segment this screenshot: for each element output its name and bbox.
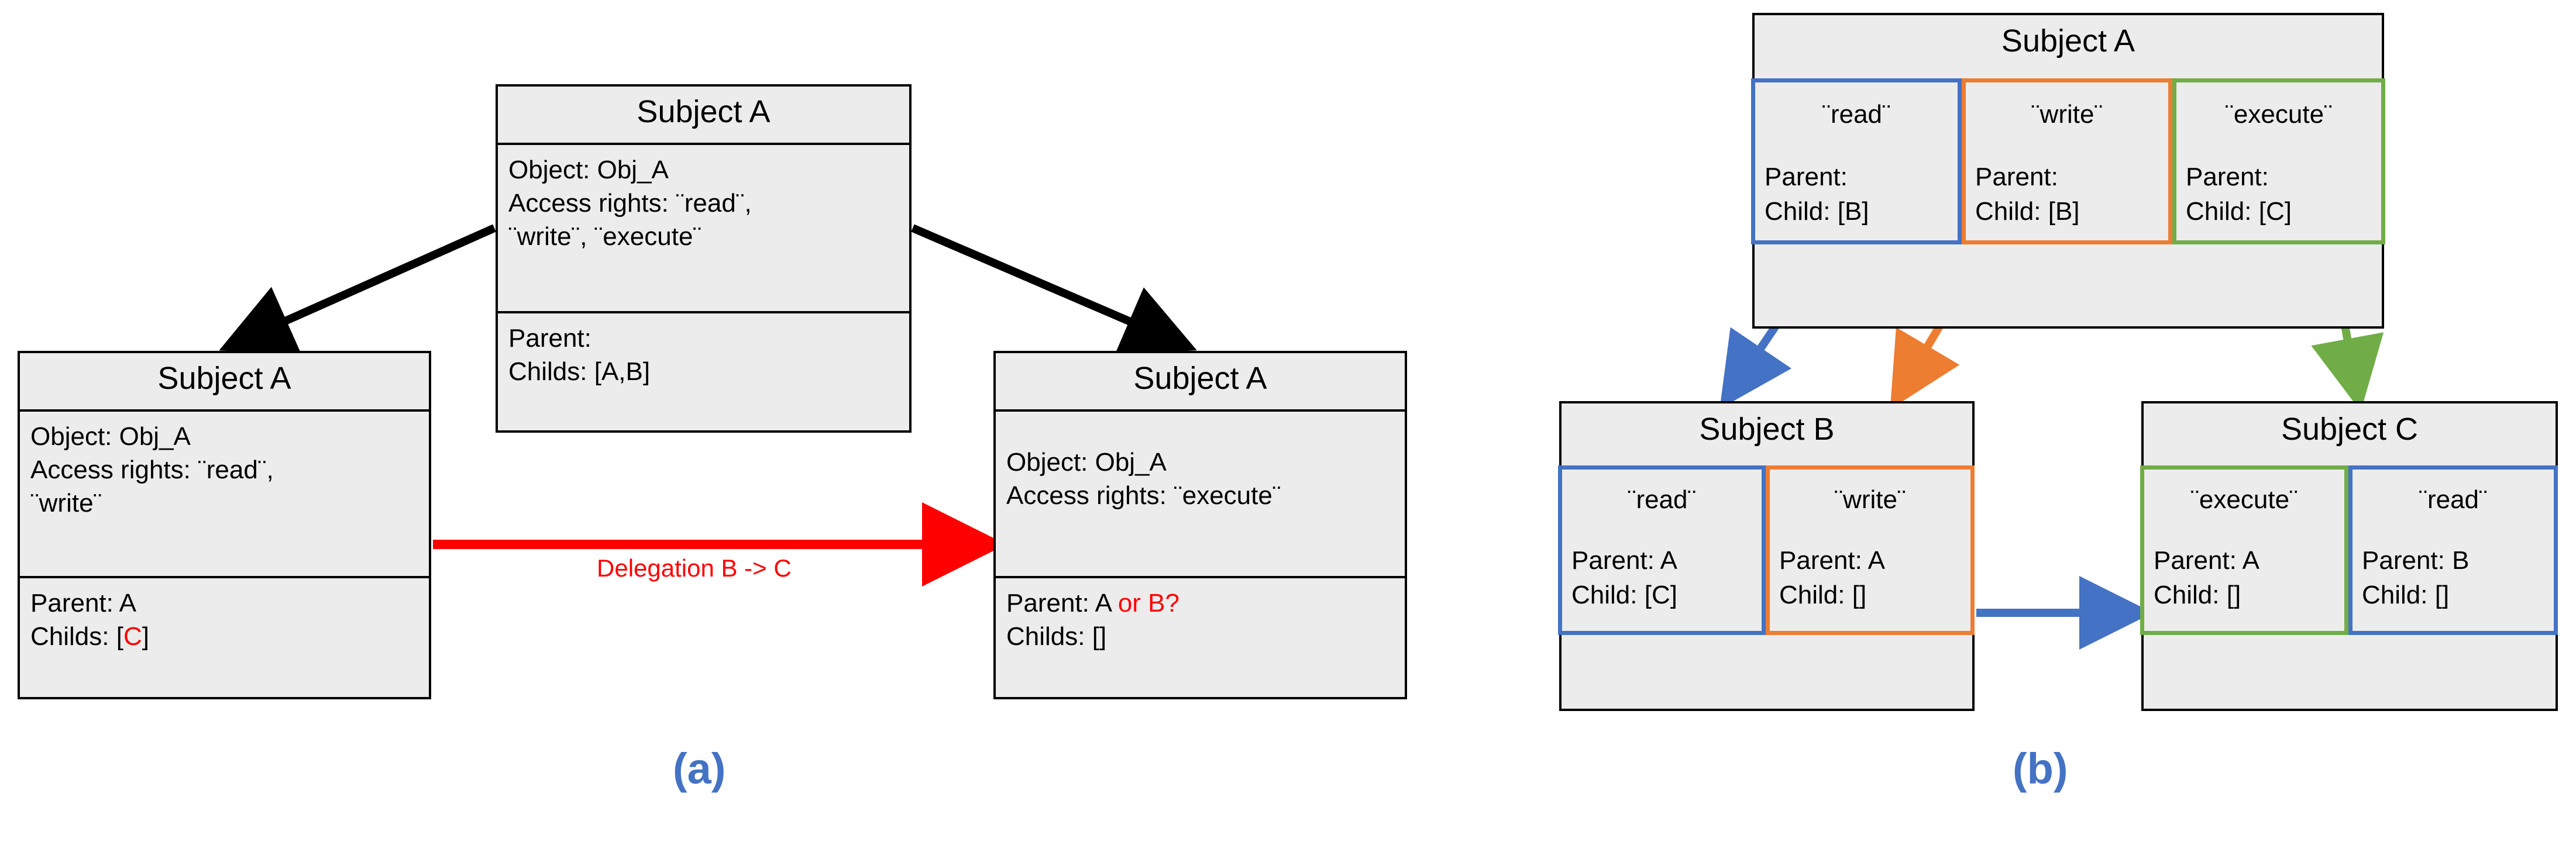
parent-line: Parent: — [508, 324, 591, 353]
access-rights-line-1: Access rights: ¨read¨, — [30, 455, 274, 485]
child-line: Child: [B] — [1765, 197, 1869, 226]
panel-a-right-footer: Parent: A or B? Childs: [] — [996, 576, 1405, 697]
panel-a-left-title: Subject A — [157, 361, 291, 396]
child-line: Child: [] — [2154, 581, 2241, 610]
right-label: ¨read¨ — [1822, 100, 1891, 129]
delegation-label: Delegation B -> C — [597, 554, 792, 582]
parent-line: Parent: A — [1779, 546, 1886, 575]
parent-child-block: Parent: Child: [C] — [2176, 147, 2381, 249]
access-rights-line-1: Access rights: ¨read¨, — [508, 189, 752, 218]
panel-a-left-box[interactable]: Subject A Object: Obj_A Access rights: ¨… — [18, 351, 431, 699]
parent-highlight-or-b: or B? — [1117, 589, 1179, 617]
panel-a-left-footer: Parent: A Childs: [C] — [20, 576, 429, 697]
parent-line: Parent: — [1765, 163, 1848, 191]
panel-b-a-cell-write[interactable]: ¨write¨ Parent: Child: [B] — [1962, 78, 2172, 244]
childs-suffix: ] — [142, 622, 149, 651]
parent-line: Parent: B — [2362, 546, 2470, 575]
child-line: Child: [] — [1779, 581, 1867, 610]
right-label: ¨execute¨ — [2225, 100, 2333, 129]
panel-a-top-title: Subject A — [637, 94, 771, 129]
childs-highlight-c: C — [123, 622, 142, 651]
child-line: Child: [C] — [1571, 581, 1677, 610]
panel-b-b-cell-read[interactable]: ¨read¨ Parent: A Child: [C] — [1558, 465, 1766, 635]
panel-a-top-footer: Parent: Childs: [A,B] — [498, 311, 909, 430]
parent-line: Parent: A — [2154, 546, 2260, 575]
right-label: ¨read¨ — [2419, 485, 2488, 514]
panel-b-subject-b-title: Subject B — [1699, 412, 1835, 447]
access-rights-line-2: ¨write¨, ¨execute¨ — [508, 222, 702, 251]
panel-a-right-title: Subject A — [1133, 361, 1267, 396]
arrow-top-to-right — [911, 224, 1197, 356]
child-line: Child: [] — [2362, 581, 2450, 610]
parent-child-block: Parent: A Child: [] — [1770, 530, 1970, 639]
arrow-top-to-left — [219, 224, 496, 354]
right-label: ¨read¨ — [1627, 485, 1697, 514]
panel-b-a-cell-read[interactable]: ¨read¨ Parent: Child: [B] — [1751, 78, 1962, 244]
access-rights-line-2: ¨write¨ — [30, 489, 102, 518]
parent-child-block: Parent: A Child: [] — [2144, 530, 2344, 639]
panel-b-c-cell-read[interactable]: ¨read¨ Parent: B Child: [] — [2348, 465, 2558, 635]
access-rights-line-1: Access rights: ¨execute¨ — [1006, 481, 1281, 510]
parent-prefix: Parent: A — [1006, 589, 1118, 617]
parent-line: Parent: — [2186, 163, 2269, 191]
object-line: Object: Obj_A — [1006, 448, 1167, 477]
caption-b: (b) — [2013, 744, 2068, 793]
panel-b-c-cell-execute[interactable]: ¨execute¨ Parent: A Child: [] — [2140, 465, 2348, 635]
right-label: ¨write¨ — [2031, 100, 2103, 129]
parent-child-block: Parent: A Child: [C] — [1562, 530, 1762, 639]
right-label: ¨write¨ — [1834, 485, 1906, 514]
childs-line: Childs: [] — [1006, 622, 1107, 651]
panel-a-top-box[interactable]: Subject A Object: Obj_A Access rights: ¨… — [496, 84, 912, 433]
parent-line: Parent: A — [30, 589, 137, 617]
panel-b-b-cell-write[interactable]: ¨write¨ Parent: A Child: [] — [1766, 465, 1975, 635]
object-line: Object: Obj_A — [508, 156, 669, 184]
panel-a-right-body: Object: Obj_A Access rights: ¨execute¨ — [996, 409, 1405, 576]
childs-line: Childs: [C] — [30, 620, 419, 653]
parent-line: Parent: A — [1571, 546, 1678, 575]
childs-line: Childs: [A,B] — [508, 357, 651, 387]
panel-a-right-box[interactable]: Subject A Object: Obj_A Access rights: ¨… — [993, 351, 1407, 699]
child-line: Child: [C] — [2186, 197, 2292, 226]
panel-a-top-body: Object: Obj_A Access rights: ¨read¨, ¨wr… — [498, 143, 909, 311]
panel-a-left-body: Object: Obj_A Access rights: ¨read¨, ¨wr… — [20, 409, 429, 576]
parent-child-block: Parent: B Child: [] — [2353, 530, 2554, 639]
parent-child-block: Parent: Child: [B] — [1966, 147, 2168, 249]
parent-line: Parent: — [1975, 163, 2058, 191]
panel-b-subject-c-title: Subject C — [2281, 412, 2419, 447]
childs-prefix: Childs: [ — [30, 622, 123, 651]
object-line: Object: Obj_A — [30, 422, 191, 451]
right-label: ¨execute¨ — [2190, 485, 2298, 514]
parent-line: Parent: A or B? — [1006, 586, 1395, 620]
parent-child-block: Parent: Child: [B] — [1755, 147, 1958, 249]
panel-b-subject-a-title: Subject A — [2001, 23, 2135, 58]
child-line: Child: [B] — [1975, 197, 2080, 226]
panel-b-a-cell-execute[interactable]: ¨execute¨ Parent: Child: [C] — [2172, 78, 2385, 244]
caption-a: (a) — [673, 744, 726, 793]
